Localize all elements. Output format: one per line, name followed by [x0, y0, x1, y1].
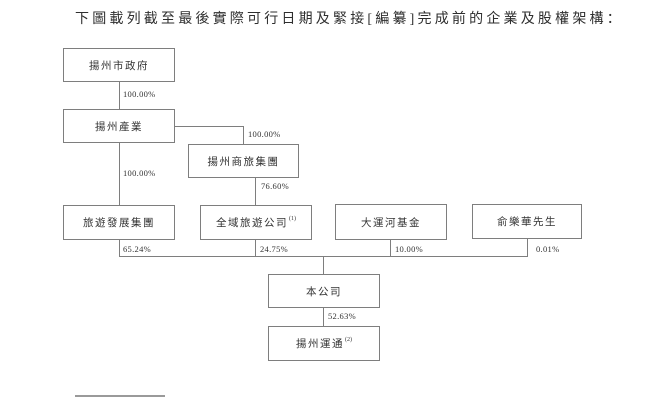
footnote-separator-rule [75, 395, 165, 397]
node-label: 揚州運通 [296, 339, 344, 350]
connector-industry-to-shanglv [243, 126, 244, 144]
ownership-label-industry-shanglv: 100.00% [248, 129, 281, 139]
ownership-label-tourismdev-company: 65.24% [123, 244, 152, 254]
node-label: 旅遊發展集團 [83, 218, 155, 229]
connector-tourismdev-stub [119, 240, 120, 257]
node-label: 全域旅遊公司 [216, 218, 288, 229]
node-label: 本公司 [306, 286, 342, 298]
org-node-yangzhou-industry: 揚州產業 [63, 109, 175, 143]
org-node-yangzhou-yuntong: 揚州運通(2) [268, 326, 380, 361]
org-node-yangzhou-shanglv-group: 揚州商旅集團 [188, 144, 299, 178]
org-node-the-company: 本公司 [268, 274, 380, 308]
org-node-mr-yu-lehua: 俞樂華先生 [472, 204, 582, 239]
ownership-label-quanyu-company: 24.75% [260, 244, 289, 254]
connector-canalfund-stub [390, 240, 391, 257]
ownership-label-shanglv-quanyu: 76.60% [261, 181, 290, 191]
org-node-quanyu-tourism-company: 全域旅遊公司(1) [200, 205, 312, 240]
node-label: 揚州市政府 [89, 60, 149, 72]
node-label: 揚州商旅集團 [207, 156, 280, 168]
org-node-yangzhou-government: 揚州市政府 [63, 48, 175, 82]
ownership-label-mryu-company: 0.01% [536, 244, 560, 254]
ownership-label-industry-tourismdev: 100.00% [123, 168, 156, 178]
node-label: 俞樂華先生 [497, 217, 557, 228]
connector-shanglv-to-quanyu [255, 178, 256, 205]
connector-industry-to-tourismdev [119, 143, 120, 205]
connector-drop-to-company [323, 256, 324, 274]
connector-industry-right-horizontal [175, 126, 244, 127]
diagram-title: 下圖載列截至最後實際可行日期及緊接[編纂]完成前的企業及股權架構： [75, 12, 624, 27]
connector-gov-to-industry [119, 82, 120, 109]
ownership-label-gov-industry: 100.00% [123, 89, 156, 99]
ownership-label-company-yuntong: 52.63% [328, 311, 357, 321]
org-node-tourism-development-group: 旅遊發展集團 [63, 205, 175, 240]
connector-mryu-stub [527, 239, 528, 257]
node-footnote-sup: (2) [345, 336, 352, 343]
connector-quanyu-stub [255, 240, 256, 257]
connector-company-to-yuntong [323, 308, 324, 326]
node-label: 大運河基金 [361, 217, 421, 229]
node-footnote-sup: (1) [289, 215, 296, 222]
ownership-label-canalfund-company: 10.00% [395, 244, 424, 254]
node-label: 揚州產業 [95, 121, 143, 133]
org-node-grand-canal-fund: 大運河基金 [335, 204, 447, 240]
